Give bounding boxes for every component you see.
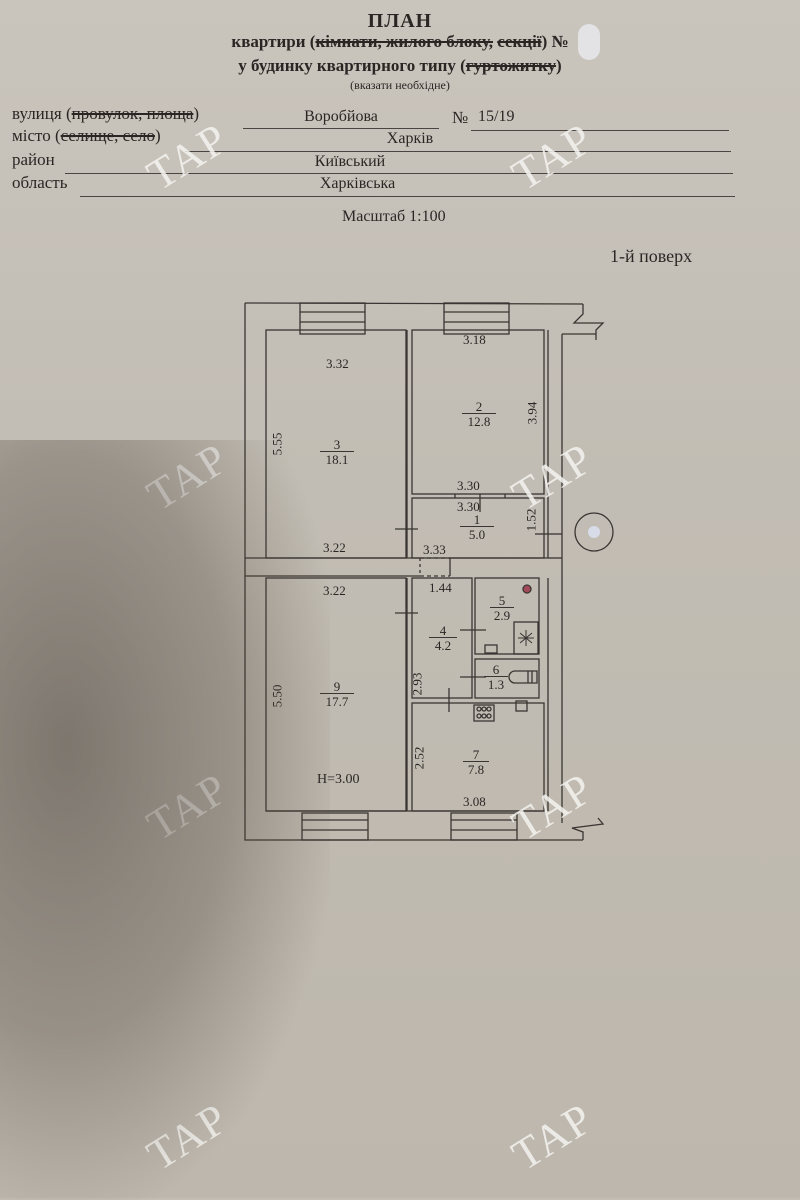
room-4-top-dim: 1.44 <box>429 580 452 595</box>
room-4 <box>411 577 473 699</box>
window-bottom-right <box>450 812 518 841</box>
room-2 <box>411 329 545 495</box>
room-1-top-dim: 3.30 <box>457 499 480 514</box>
room-7-bottom-dim: 3.08 <box>463 794 486 809</box>
city-value: Харків <box>386 130 434 147</box>
stove-icon <box>473 704 495 722</box>
document-note: (вказати необхідне) <box>350 78 450 92</box>
document-subtitle-line-1: квартири (кімнати, жилого блоку, секції)… <box>231 32 569 51</box>
street-underline <box>243 128 439 129</box>
district-label: район <box>12 150 55 169</box>
room-3-bottom-dim: 3.22 <box>323 540 346 555</box>
number-label: № <box>452 108 469 127</box>
redaction-mark <box>578 24 600 60</box>
city-underline <box>185 151 731 152</box>
document-subtitle-line-2: у будинку квартирного типу (гуртожитку) <box>238 56 562 75</box>
room-9-number: 9 <box>320 680 354 694</box>
kitchen-sink-icon <box>515 700 528 712</box>
toilet-icon <box>508 670 538 684</box>
room-4-side-dim: 2.93 <box>409 672 425 696</box>
room-5-number: 5 <box>490 594 514 608</box>
room-9-side-dim: 5.50 <box>269 684 285 708</box>
district-value: Київський <box>314 153 386 170</box>
room-2-top-dim: 3.18 <box>463 332 486 347</box>
room-4-number: 4 <box>429 624 457 638</box>
room-5-area: 2.9 <box>493 608 511 623</box>
room-6-area: 1.3 <box>487 677 505 692</box>
city-label: місто (селище, село) <box>12 126 161 145</box>
room-1-area: 5.0 <box>468 527 486 542</box>
room-2-number: 2 <box>462 400 496 414</box>
scale-label: Масштаб 1:100 <box>342 208 446 225</box>
room-9-area: 17.7 <box>325 694 349 709</box>
column-circle <box>574 512 614 552</box>
room-7-area: 7.8 <box>467 762 485 777</box>
room-9-top-dim: 3.22 <box>323 583 346 598</box>
number-underline <box>471 130 729 131</box>
gas-meter-icon <box>522 584 532 594</box>
room-3-area: 18.1 <box>325 452 349 467</box>
document-title: ПЛАН <box>367 10 433 32</box>
room-2-bottom-dim: 3.30 <box>457 478 480 493</box>
room-1-bottom-dim: 3.33 <box>423 542 446 557</box>
district-underline <box>65 173 733 174</box>
region-underline <box>80 196 735 197</box>
region-value: Харківська <box>319 175 396 192</box>
room-6 <box>474 658 540 699</box>
room-6-number: 6 <box>484 663 508 677</box>
room-1-number: 1 <box>460 513 494 527</box>
window-top-left <box>299 302 366 335</box>
room-7-side-dim: 2.52 <box>411 746 427 770</box>
room-4-area: 4.2 <box>434 638 452 653</box>
number-value: 15/19 <box>478 108 515 125</box>
room-2-area: 12.8 <box>467 414 491 429</box>
sink-icon <box>484 644 498 654</box>
room-2-side-dim: 3.94 <box>524 401 540 425</box>
room-5 <box>474 577 540 655</box>
window-top-right <box>443 302 510 335</box>
room-7-number: 7 <box>463 748 489 762</box>
region-label: область <box>12 173 68 192</box>
room-3-number: 3 <box>320 438 354 452</box>
street-value: Воробйова <box>304 108 378 125</box>
street-label: вулиця (провулок, площа) <box>12 104 200 123</box>
floor-label: 1-й поверх <box>610 246 693 266</box>
room-3-top-dim: 3.32 <box>326 356 349 371</box>
water-heater-icon <box>513 621 539 655</box>
room-3-side-dim: 5.55 <box>269 432 285 456</box>
window-bottom-left <box>301 812 369 841</box>
ceiling-height: H=3.00 <box>317 772 360 787</box>
